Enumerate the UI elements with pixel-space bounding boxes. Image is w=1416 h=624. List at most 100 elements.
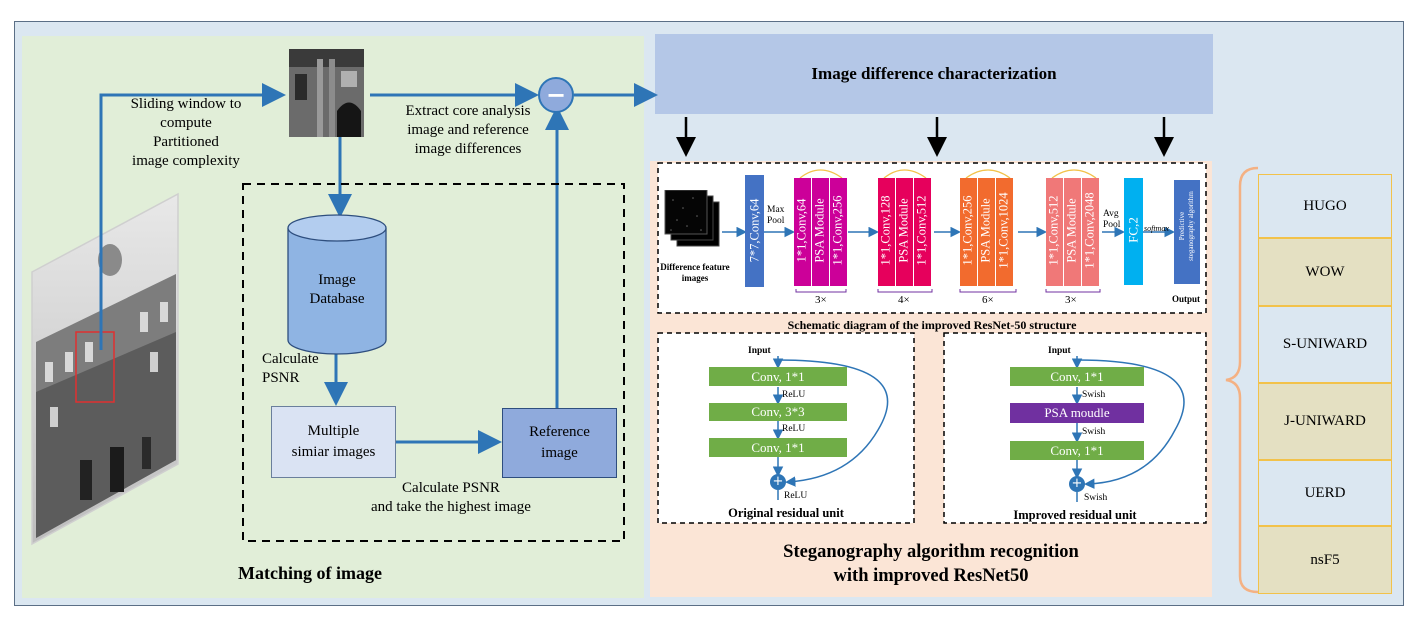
stage-1-layer-1: 1*1,Conv,64 — [794, 178, 811, 286]
avgpool-label: Avg Pool — [1103, 209, 1120, 231]
stage-2-layer-3: 1*1,Conv,512 — [914, 178, 931, 286]
improved-input-label: Input — [1048, 346, 1071, 356]
class-j-uniward: J-UNIWARD — [1258, 383, 1392, 460]
multiple-line-2: simiar images — [291, 444, 376, 460]
improved-swish-1: Swish — [1082, 390, 1106, 400]
output-block-line-1: Predictive — [1178, 211, 1186, 241]
recognition-title-line-1: Steganography algorithm recognition — [783, 542, 1079, 562]
stage-2-repeat: 4× — [898, 294, 910, 306]
avgpool-line-1: Avg — [1103, 209, 1119, 219]
fc-label: FC,2 — [1125, 217, 1141, 243]
stage-3-repeat: 6× — [982, 294, 994, 306]
recognition-title: Steganography algorithm recognition with… — [652, 540, 1210, 588]
conv7-block: 7*7,Conv,64 — [745, 175, 764, 287]
calc-highest-line-2: and take the highest image — [371, 499, 531, 515]
sliding-line-4: image complexity — [132, 153, 240, 169]
stage-4-layer-3: 1*1,Conv,2048 — [1082, 178, 1099, 286]
improved-conv1-block: Conv, 1*1 — [1010, 367, 1144, 386]
difference-feature-line-2: images — [681, 273, 709, 283]
original-relu-3: ReLU — [784, 491, 808, 501]
stage-1-layer-2: PSA Module — [812, 178, 829, 286]
multiple-images-box: Multiple simiar images — [271, 406, 396, 478]
database-label: Image Database — [287, 271, 387, 309]
matching-title: Matching of image — [238, 563, 382, 583]
stage-2-layer-1-label: 1*1,Conv,128 — [878, 195, 893, 266]
database-line-1: Image — [318, 272, 356, 288]
calc-psnr-line-1: Calculate — [262, 351, 319, 367]
output-block-line-2: steganography algorithm — [1187, 191, 1195, 261]
original-relu-1: ReLU — [782, 390, 806, 400]
improved-swish-3: Swish — [1084, 493, 1108, 503]
sliding-window-label: Sliding window to compute Partitioned im… — [116, 95, 256, 171]
multiple-line-1: Multiple — [307, 423, 360, 439]
original-add-icon: + — [770, 474, 786, 490]
stage-2-layer-2: PSA Module — [896, 178, 913, 286]
subtract-node: − — [538, 77, 574, 113]
reference-line-1: Reference — [529, 424, 590, 440]
difference-feature-stack — [664, 190, 720, 247]
extract-line-1: Extract core analysis — [405, 103, 531, 119]
improved-conv1b-block: Conv, 1*1 — [1010, 441, 1144, 460]
class-nsf5: nsF5 — [1258, 526, 1392, 594]
original-unit-title: Original residual unit — [728, 506, 844, 520]
reference-image-box: Reference image — [502, 408, 617, 478]
softmax-label: softmax — [1144, 224, 1169, 233]
output-block-label: Predictive steganography algorithm — [1178, 174, 1196, 278]
image-difference-box: Image difference characterization — [655, 34, 1213, 114]
maxpool-label: Max Pool — [767, 205, 784, 227]
partition-photo — [289, 49, 364, 137]
stage-2-layer-2-label: PSA Module — [896, 198, 911, 263]
stage-2-layer-3-label: 1*1,Conv,512 — [914, 195, 929, 266]
stage-1-layer-1-label: 1*1,Conv,64 — [794, 198, 809, 263]
original-relu-2: ReLU — [782, 424, 806, 434]
stage-4-repeat: 3× — [1065, 294, 1077, 306]
stage-4-layer-2: PSA Module — [1064, 178, 1081, 286]
difference-feature-line-1: Difference feature — [660, 262, 730, 272]
improved-add-icon: + — [1069, 476, 1085, 492]
reference-line-2: image — [541, 445, 578, 461]
stage-1-layer-2-label: PSA Module — [812, 198, 827, 263]
stage-4-layer-1: 1*1,Conv,512 — [1046, 178, 1063, 286]
stage-3-layer-3: 1*1,Conv,1024 — [996, 178, 1013, 286]
calc-highest-label: Calculate PSNR and take the highest imag… — [346, 479, 556, 517]
stage-4-layer-3-label: 1*1,Conv,2048 — [1082, 192, 1097, 269]
stage-2-layer-1: 1*1,Conv,128 — [878, 178, 895, 286]
resnet-caption: Schematic diagram of the improved ResNet… — [787, 318, 1077, 332]
output-block: Predictive steganography algorithm — [1174, 180, 1200, 284]
class-wow: WOW — [1258, 238, 1392, 306]
extract-line-3: image differences — [414, 141, 522, 157]
database-cylinder — [287, 214, 387, 355]
avgpool-line-2: Pool — [1103, 220, 1121, 230]
maxpool-line-1: Max — [767, 205, 785, 215]
stage-3-layer-2-label: PSA Module — [978, 198, 993, 263]
improved-unit-title: Improved residual unit — [1013, 508, 1137, 522]
sliding-line-3: Partitioned — [153, 134, 219, 150]
improved-psa-block: PSA moudle — [1010, 403, 1144, 423]
difference-feature-label: Difference feature images — [660, 262, 730, 284]
conv7-label: 7*7,Conv,64 — [747, 198, 762, 263]
stage-3-layer-1: 1*1,Conv,256 — [960, 178, 977, 286]
recognition-title-line-2: with improved ResNet50 — [833, 566, 1029, 586]
original-input-label: Input — [748, 346, 771, 356]
original-conv1b-block: Conv, 1*1 — [709, 438, 847, 457]
class-hugo: HUGO — [1258, 174, 1392, 238]
maxpool-line-2: Pool — [767, 216, 785, 226]
original-conv3-block: Conv, 3*3 — [709, 403, 847, 421]
calc-highest-line-1: Calculate PSNR — [402, 480, 500, 496]
calc-psnr-label: Calculate PSNR — [262, 350, 319, 388]
stage-4-layer-1-label: 1*1,Conv,512 — [1046, 195, 1061, 266]
sliding-line-2: compute — [160, 115, 212, 131]
stage-3-layer-1-label: 1*1,Conv,256 — [960, 195, 975, 266]
extract-line-2: image and reference — [407, 122, 529, 138]
original-conv1-block: Conv, 1*1 — [709, 367, 847, 386]
extract-label: Extract core analysis image and referenc… — [386, 102, 550, 159]
stage-1-layer-3-label: 1*1,Conv,256 — [830, 195, 845, 266]
fc-block: FC,2 — [1124, 178, 1143, 285]
improved-swish-2: Swish — [1082, 427, 1106, 437]
stage-4-layer-2-label: PSA Module — [1064, 198, 1079, 263]
minus-icon: − — [545, 81, 567, 109]
calc-psnr-line-2: PSNR — [262, 370, 300, 386]
stage-3-layer-2: PSA Module — [978, 178, 995, 286]
output-label: Output — [1172, 294, 1201, 304]
